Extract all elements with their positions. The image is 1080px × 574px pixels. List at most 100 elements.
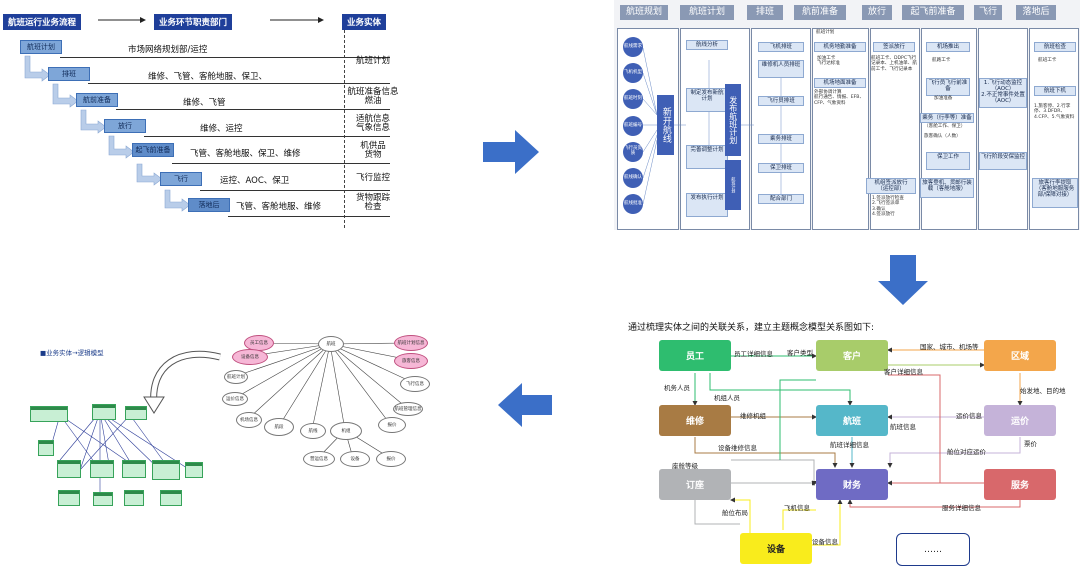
- release-text-steps: 1.签派放行检查 2.飞行签派单 3.确认 4.签派放行: [872, 196, 904, 217]
- ellipse-central-flight: 航班: [318, 336, 344, 352]
- department-row-6: 运控、AOC、保卫: [220, 176, 290, 186]
- header-arrows: [98, 17, 324, 23]
- entity-row-6: 飞行监控: [355, 173, 390, 183]
- ellipse-passenger-info: 旅客信息: [394, 353, 428, 369]
- table-3: [125, 406, 147, 420]
- roster-partners: 配合部门: [758, 194, 804, 205]
- entity-fare: 运价: [984, 405, 1056, 436]
- entity-divider: [344, 30, 345, 228]
- entity-row-4: 适航信息 气象信息: [355, 114, 390, 134]
- lane-head-flight: 飞行: [974, 5, 1002, 20]
- department-header: 业务环节职责部门: [154, 14, 233, 30]
- table-12: [124, 490, 144, 506]
- step-flight-plan: 航班计划: [20, 40, 62, 55]
- lane-head-preflight: 航前准备: [794, 5, 846, 20]
- pre-takeoff-security: 保卫工作: [926, 152, 970, 170]
- new-route-box: 新开航线: [657, 95, 674, 155]
- entity-employee: 员工: [659, 340, 731, 371]
- row-underline-3: [116, 109, 390, 110]
- pre-takeoff-text-route: 航路工卡: [932, 58, 951, 63]
- pre-takeoff-text-cabin: （客舱工作、保卫）: [924, 124, 966, 129]
- rel-customer-detail: 客户详细信息: [884, 368, 923, 376]
- entity-finance: 财务: [816, 469, 888, 500]
- ellipse-segment: 航段: [264, 418, 294, 436]
- arrow-left: [498, 383, 552, 427]
- department-row-3: 维修、飞管: [183, 98, 226, 108]
- rel-flight-info: 航班信息: [890, 423, 916, 431]
- rel-service-detail: 服务详细信息: [942, 504, 981, 512]
- lane-head-flight-plan: 航班计划: [680, 5, 734, 20]
- circle-route-approval: 航线批准: [623, 194, 643, 214]
- entity-row-1: 航班计划: [355, 56, 390, 66]
- roster-security: 保卫排班: [758, 163, 804, 174]
- ellipse-airport: 机场信息: [236, 412, 262, 428]
- ellipse-fare: 运价信息: [222, 392, 248, 406]
- rel-flight-detail: 航班详细信息: [830, 441, 869, 449]
- department-row-2: 维修、飞管、客舱地服、保卫、: [148, 72, 268, 82]
- publish-plan-box: 发布航班计划: [725, 84, 741, 156]
- pre-takeoff-pilot-prep: 飞行员飞行前准备: [926, 78, 970, 96]
- swimlane-panel: 航班规划 航班计划 排班 航前准备 放行 起飞前准备 飞行 落地后 航线需求 飞…: [614, 0, 1080, 230]
- process-header: 航班运行业务流程: [3, 14, 82, 30]
- entity-service: 服务: [984, 469, 1056, 500]
- step-release: 放行: [104, 119, 146, 134]
- lane-head-landing: 落地后: [1016, 5, 1056, 20]
- roster-pilot: 飞行员排班: [758, 96, 804, 107]
- ellipse-extra: 报价: [376, 451, 406, 467]
- landing-text-card: 航班工卡: [1038, 58, 1057, 63]
- plan-box-new-plan: 制定发布新航计划: [686, 88, 728, 112]
- step-landing: 落地后: [188, 198, 230, 213]
- table-7: [122, 460, 146, 478]
- step-roster: 排班: [48, 67, 90, 82]
- ellipse-equipment-info: 设备信息: [232, 349, 268, 365]
- landing-baggage: 旅客行李提取（客舱地服服务部/保障对接）: [1032, 178, 1078, 208]
- pre-takeoff-boarding: 旅客登机、货邮行装载（客舱地服）: [920, 178, 974, 198]
- plan-sublabel-box: 航班计划: [725, 160, 741, 210]
- step-flight: 飞行: [160, 172, 202, 187]
- circle-aircraft-type: 飞机机型: [623, 63, 643, 83]
- prep-ground-crew: 机务地勤准备: [814, 42, 866, 53]
- landing-text-items: 1.旅客停、2.行李停、3.DFDR、4.CFP、5.气象资料: [1034, 104, 1075, 120]
- step-preflight: 航前准备: [76, 93, 118, 108]
- curved-arrow: [143, 350, 221, 414]
- row-underline-5: [172, 163, 390, 164]
- lane-flight: [978, 28, 1028, 230]
- entity-maintenance: 维修: [659, 405, 731, 436]
- landing-check: 航班检查: [1034, 42, 1076, 53]
- row-underline-4: [144, 136, 390, 137]
- circle-flight-number: 航班编号: [623, 116, 643, 136]
- prep-text-fuel: 加油工卡 飞行达标准: [817, 56, 840, 67]
- rel-cabin-fare: 舱位对应运价: [947, 448, 986, 456]
- rel-equipment-maint: 设备维修信息: [718, 444, 757, 452]
- logical-model-title: ■业务实体→逻辑模型: [40, 349, 104, 357]
- release-crew-dispatch: 机组签派放行 （运控部）: [866, 178, 916, 195]
- row-underline-2: [88, 83, 390, 84]
- release-dispatch: 签派放行: [873, 42, 915, 53]
- department-row-4: 维修、运控: [200, 124, 243, 134]
- rel-cabin-class: 座舱等级: [672, 462, 698, 470]
- rel-crew: 机组人员: [714, 394, 740, 402]
- table-6: [90, 460, 114, 478]
- logical-model-panel: ■业务实体→逻辑模型 航班 员工信息 设备信息: [0, 320, 470, 574]
- table-4: [38, 440, 54, 456]
- flight-security-monitor: 飞行阶段安保监控: [979, 152, 1027, 170]
- rel-fare-price: 票价: [1024, 440, 1037, 448]
- step-pre-takeoff: 起飞前准备: [132, 143, 174, 158]
- swimlane-connectors: [642, 47, 782, 205]
- plan-box-adjust-plan: 完善调整计划: [686, 145, 728, 169]
- relation-lines: [692, 347, 1023, 546]
- lane-preflight: [812, 28, 869, 230]
- release-text-cards: 航班工卡、DDPC飞行记录本、上机油单、航前工卡、飞行记录本: [871, 56, 917, 72]
- lane-release: [870, 28, 920, 230]
- pre-takeoff-cabin-prep: 乘务（行李等）准备: [920, 113, 974, 124]
- ellipse-flight-info: 飞行信息: [400, 376, 430, 392]
- flight-monitoring: 1.飞行动态监控（AOC） 2.不正常事件处置（AOC）: [979, 78, 1027, 108]
- pre-takeoff-text-pax: 旅客确认（人数）: [924, 134, 961, 139]
- entity-equipment: 设备: [740, 533, 812, 564]
- rel-customer-type: 客户类型: [787, 349, 813, 357]
- landing-disembark: 航班下机: [1034, 86, 1076, 97]
- table-2: [92, 404, 116, 420]
- table-5: [57, 460, 81, 478]
- entity-customer: 客户: [816, 340, 888, 371]
- rel-region-geo: 国家、城市、机场等: [920, 343, 979, 351]
